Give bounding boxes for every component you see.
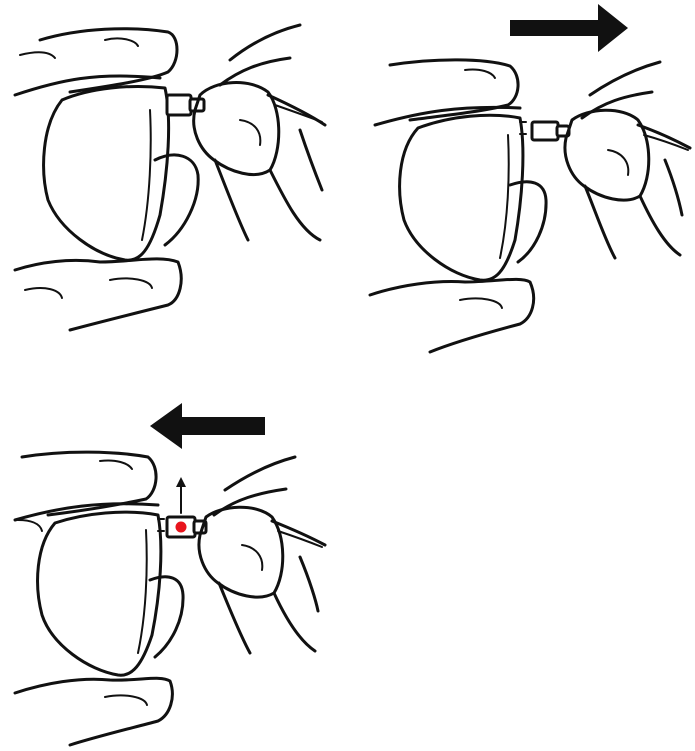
right-hand-palm — [300, 130, 322, 190]
thumb-nail — [460, 298, 502, 308]
connector-housing — [532, 122, 558, 140]
index-knuckle-line — [18, 520, 42, 531]
panel-1-illustration — [0, 0, 340, 345]
right-hand-palm — [665, 160, 682, 215]
red-marker-dot — [176, 522, 187, 533]
right-thumb-nail — [242, 545, 262, 570]
right-thumb-nail — [608, 150, 628, 175]
right-hand-lower — [270, 170, 320, 240]
arrow-right-icon — [510, 4, 628, 52]
panel-step-1 — [0, 0, 340, 345]
right-index-top — [225, 457, 295, 490]
thumb — [15, 259, 181, 330]
panel-2-illustration — [360, 0, 695, 360]
thumb-nail — [105, 695, 147, 705]
index-fingernail — [465, 69, 495, 78]
panel-step-3 — [0, 395, 340, 751]
index-knuckle-line — [20, 52, 55, 58]
thumb — [370, 279, 534, 352]
panel-3-illustration — [0, 395, 340, 751]
right-thumb — [565, 110, 649, 200]
right-index-bottom — [582, 92, 652, 118]
panel-step-2 — [360, 0, 695, 360]
index-fingernail — [105, 38, 138, 46]
right-index-top — [590, 62, 660, 95]
right-hand-palm — [300, 557, 318, 611]
cable-strand — [275, 105, 322, 122]
up-arrow-icon — [176, 477, 186, 487]
earbud-body — [400, 115, 523, 280]
right-index-bottom — [214, 489, 286, 515]
right-index-bottom — [220, 58, 290, 85]
index-fingernail — [100, 460, 132, 469]
right-hand-lower — [640, 196, 680, 255]
right-finger-edge — [585, 186, 615, 258]
right-thumb — [194, 83, 279, 175]
index-finger-top — [390, 60, 518, 120]
thumb-crease — [25, 288, 62, 298]
right-index-top — [230, 25, 300, 60]
right-thumb — [199, 507, 283, 597]
thumb-nail — [110, 278, 152, 288]
thumb — [15, 678, 172, 745]
connector-housing — [167, 95, 191, 115]
arrow-left-icon — [150, 403, 265, 449]
earbud-body — [38, 512, 161, 675]
right-thumb-nail — [240, 120, 260, 145]
right-hand-lower — [274, 593, 315, 651]
